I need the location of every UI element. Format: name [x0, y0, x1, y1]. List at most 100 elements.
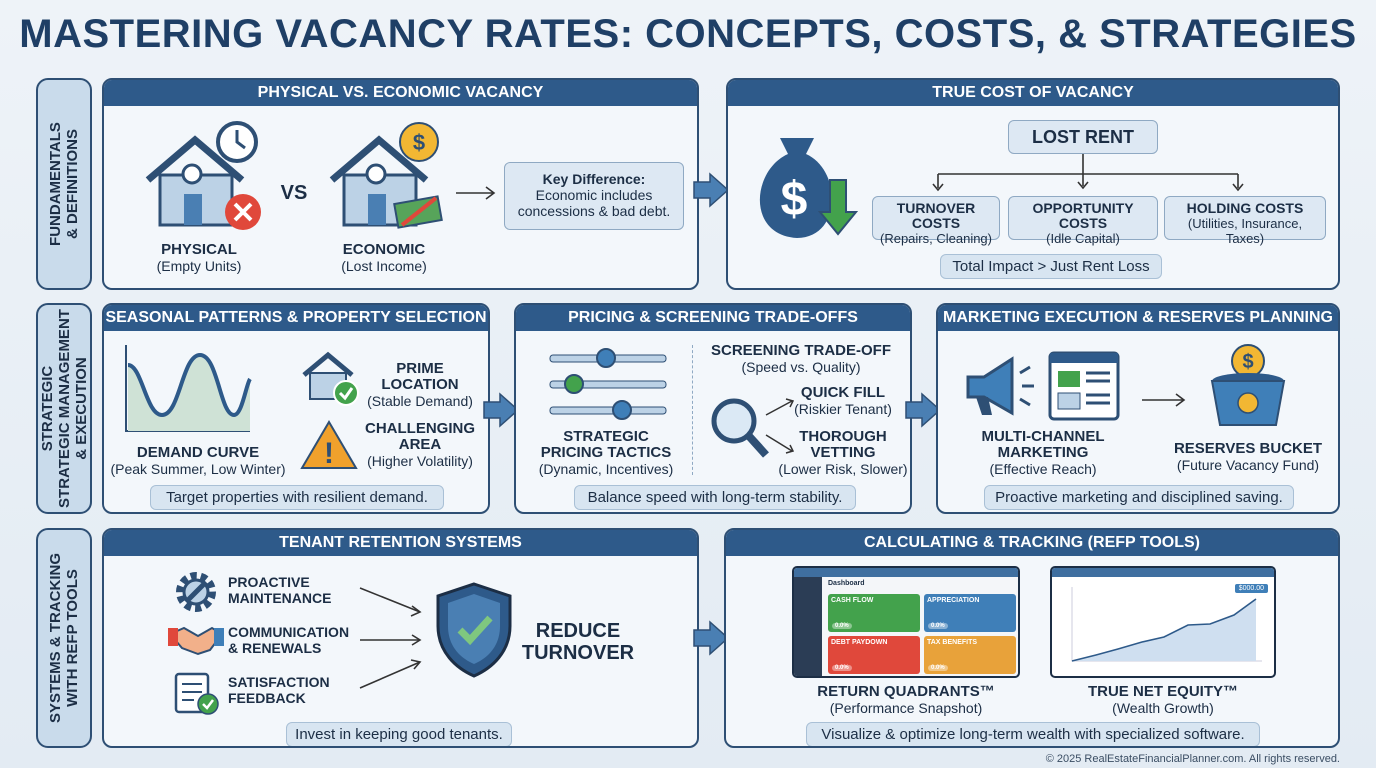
divider [692, 345, 693, 475]
lost-rent-box: LOST RENT [1008, 120, 1158, 154]
equity-growth-chart [1071, 587, 1262, 662]
panel-header: CALCULATING & TRACKING (REFP TOOLS) [726, 530, 1338, 556]
quadrant-tile: DEBT PAYDOWN 0.0% [828, 636, 920, 674]
branch-arrows [932, 154, 1244, 192]
gear-wrench-icon [176, 572, 216, 612]
panel-true-cost: TRUE COST OF VACANCY $ LOST RENT TURNOVE… [726, 78, 1340, 290]
row-label-line: WITH REFP TOOLS [64, 569, 82, 707]
quick-fill-label: QUICK FILL(Riskier Tenant) [794, 384, 892, 418]
shield-check-icon [436, 582, 512, 678]
panel-header: PHYSICAL VS. ECONOMIC VACANCY [104, 80, 697, 106]
quadrant-label: APPRECIATION [927, 597, 980, 604]
tracking-note: Visualize & optimize long-term wealth wi… [806, 722, 1260, 746]
panel-marketing: MARKETING EXECUTION & RESERVES PLANNING … [936, 303, 1340, 514]
panel-header: MARKETING EXECUTION & RESERVES PLANNING [938, 305, 1338, 331]
cost-holding: HOLDING COSTS(Utilities, Insurance, Taxe… [1164, 196, 1326, 246]
quadrant-tile: APPRECIATION 0.0% [924, 594, 1016, 632]
arrow-right-icon [456, 186, 496, 200]
panel-tracking: CALCULATING & TRACKING (REFP TOOLS) Dash… [724, 528, 1340, 748]
house-clock-x-icon [145, 121, 261, 230]
warning-icon: ! [300, 420, 358, 470]
money-bag-down-icon: $ [759, 138, 859, 238]
prime-location-label: PRIME LOCATION(Stable Demand) [367, 360, 473, 410]
vs-label: VS [280, 182, 308, 204]
megaphone-webpage-icon [966, 351, 1120, 421]
quadrant-label: TAX BENEFITS [927, 639, 978, 646]
key-difference-box: Key Difference:Economic includes concess… [504, 162, 684, 230]
copyright-footer: © 2025 RealEstateFinancialPlanner.com. A… [1045, 753, 1340, 765]
retention-item-communication: COMMUNICATION& RENEWALS [228, 624, 350, 656]
panel-header: SEASONAL PATTERNS & PROPERTY SELECTION [104, 305, 488, 331]
quadrant-value: 0.0% [928, 665, 948, 671]
flow-arrow-icon [693, 172, 730, 208]
multi-channel-label: MULTI-CHANNEL MARKETING(Effective Reach) [981, 428, 1105, 478]
quadrant-label: DEBT PAYDOWN [831, 639, 888, 646]
svg-text:$: $ [413, 130, 425, 155]
return-quadrants-label: RETURN QUADRANTS™(Performance Snapshot) [817, 683, 995, 717]
handshake-icon [168, 626, 224, 656]
svg-text:$: $ [1242, 351, 1253, 373]
clipboard-check-icon [174, 672, 219, 715]
total-impact-note: Total Impact > Just Rent Loss [940, 254, 1162, 279]
quadrant-tile: TAX BENEFITS 0.0% [924, 636, 1016, 674]
dashboard-title: Dashboard [828, 580, 865, 587]
row-label-line: STRATEGIC MANAGEMENT [55, 309, 73, 508]
quadrant-value: 0.0% [832, 623, 852, 629]
true-net-equity-screenshot: $000.00 [1050, 566, 1276, 678]
quadrant-label: CASH FLOW [831, 597, 874, 604]
challenging-area-label: CHALLENGING AREA(Higher Volatility) [365, 420, 475, 470]
pricing-note: Balance speed with long-term stability. [574, 485, 856, 510]
svg-text:$: $ [781, 173, 808, 226]
arrow-right-icon [1142, 393, 1186, 407]
panel-seasonal: SEASONAL PATTERNS & PROPERTY SELECTION D… [102, 303, 490, 514]
flow-arrow-icon [905, 392, 942, 428]
true-net-equity-label: TRUE NET EQUITY™(Wealth Growth) [1087, 683, 1238, 717]
house-money-icon: $ [329, 122, 443, 229]
panel-header: TRUE COST OF VACANCY [728, 80, 1338, 106]
row-label-line: & EXECUTION [72, 357, 90, 460]
flow-arrow-icon [483, 392, 520, 428]
equity-badge: $000.00 [1234, 584, 1268, 593]
row-label-fundamentals: FUNDAMENTALS& DEFINITIONS [36, 78, 92, 290]
row-label-line: & DEFINITIONS [64, 129, 81, 240]
quadrant-value: 0.0% [928, 623, 948, 629]
row-label-line: SYSTEMS & TRACKING [47, 552, 65, 724]
physical-label: PHYSICAL(Empty Units) [156, 241, 242, 275]
cost-turnover: TURNOVER COSTS(Repairs, Cleaning) [872, 196, 1000, 246]
panel-header: PRICING & SCREENING TRADE-OFFS [516, 305, 910, 331]
reserves-bucket-icon: $ [1210, 344, 1286, 426]
marketing-note: Proactive marketing and disciplined savi… [984, 485, 1294, 510]
row-label-line: STRATEGIC [38, 365, 56, 452]
reserves-bucket-label: RESERVES BUCKET(Future Vacancy Fund) [1173, 440, 1323, 474]
panel-pricing: PRICING & SCREENING TRADE-OFFS STRATEGIC… [514, 303, 912, 514]
row-label-line: FUNDAMENTALS [47, 122, 64, 246]
demand-curve-label: DEMAND CURVE(Peak Summer, Low Winter) [110, 444, 286, 478]
economic-label: ECONOMIC(Lost Income) [341, 241, 427, 275]
panel-header: TENANT RETENTION SYSTEMS [104, 530, 697, 556]
pricing-sliders-icon [549, 348, 667, 420]
page-title: MASTERING VACANCY RATES: CONCEPTS, COSTS… [19, 12, 1357, 56]
converging-arrows [359, 587, 422, 689]
seasonal-note: Target properties with resilient demand. [150, 485, 444, 510]
quadrant-value: 0.0% [832, 665, 852, 671]
panel-physical-vs-economic: PHYSICAL VS. ECONOMIC VACANCY PHYSICAL(E… [102, 78, 699, 290]
svg-text:!: ! [324, 437, 334, 470]
retention-note: Invest in keeping good tenants. [286, 722, 512, 746]
thorough-vetting-label: THOROUGH VETTING(Lower Risk, Slower) [778, 428, 908, 478]
house-check-icon [302, 351, 359, 406]
quadrant-tile: CASH FLOW 0.0% [828, 594, 920, 632]
magnifier-icon [711, 398, 795, 458]
flow-arrow-icon [693, 620, 730, 656]
pricing-tactics-label: STRATEGIC PRICING TACTICS(Dynamic, Incen… [538, 428, 674, 478]
demand-curve-chart [125, 345, 252, 432]
screening-tradeoff-label: SCREENING TRADE-OFF(Speed vs. Quality) [711, 342, 891, 376]
cost-opportunity: OPPORTUNITY COSTS(Idle Capital) [1008, 196, 1158, 246]
